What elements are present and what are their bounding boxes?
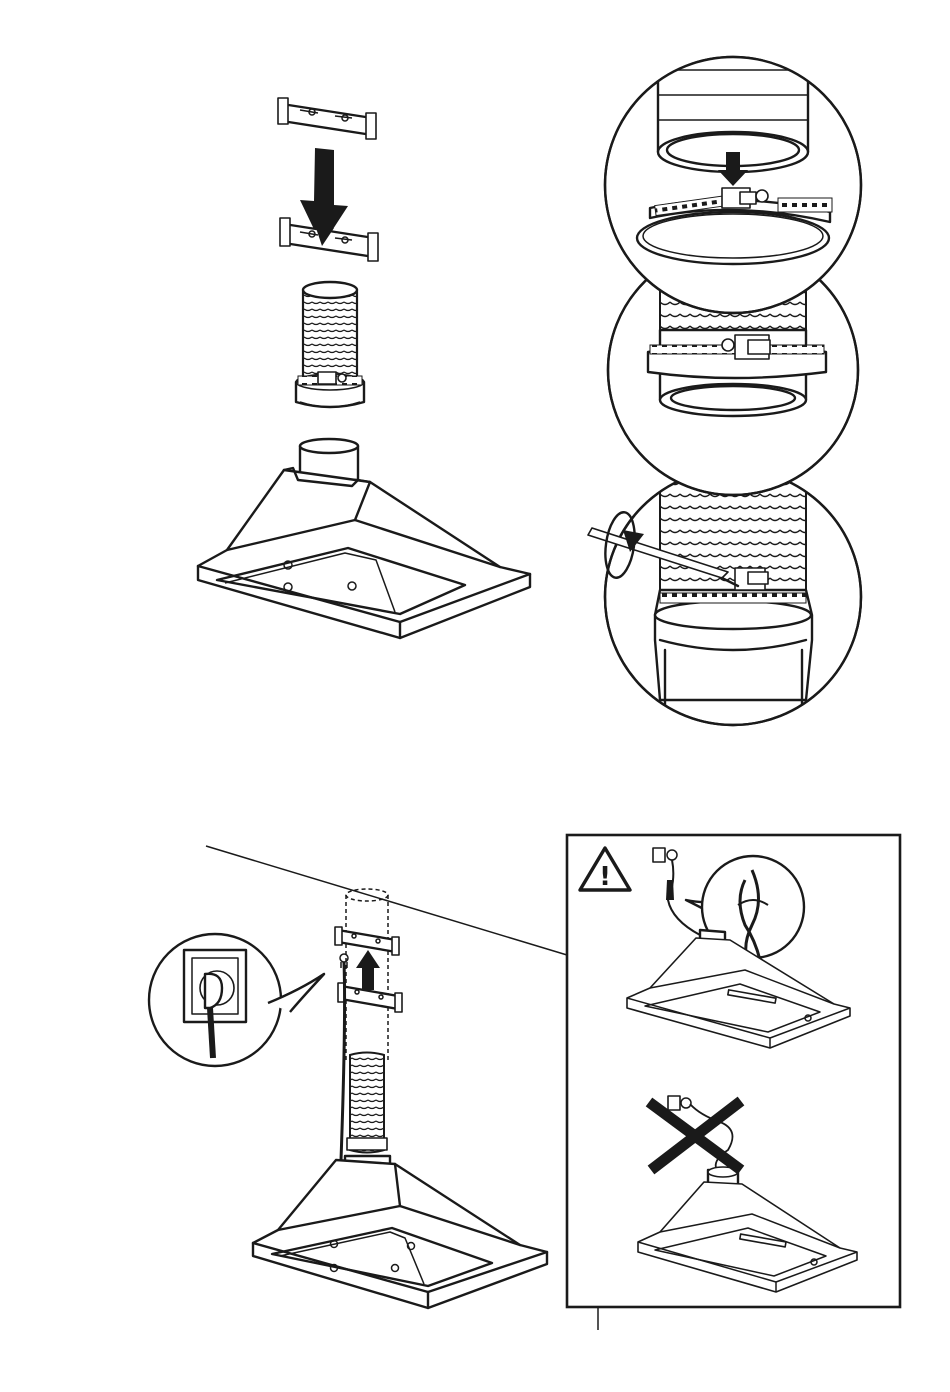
mounting-bracket-upper [335,927,399,955]
mounting-bracket-upper [278,98,376,139]
flexible-duct [303,282,357,383]
cooker-hood-top [198,439,530,638]
arrow-up-icon [356,950,380,990]
plug-socket-callout [149,934,324,1066]
cooker-hood-mounted [253,1156,547,1308]
clamp-detail-circle-3 [605,469,861,725]
hose-clamp [296,372,364,407]
flexible-duct [347,1053,387,1153]
warning-symbol-text: ! [599,862,611,892]
